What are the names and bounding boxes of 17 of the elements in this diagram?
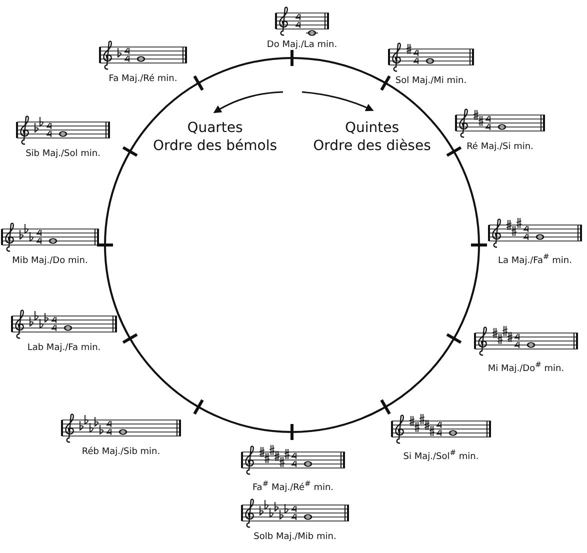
key-label: Lab Maj./Fa min. — [27, 343, 101, 353]
key-label: Ré Maj./Si min. — [466, 142, 534, 152]
key-label: Réb Maj./Sib min. — [82, 447, 160, 457]
key-label: Si Maj./Sol$^{#}$ min. — [403, 448, 479, 462]
center-text: Ordre des dièses — [313, 138, 431, 154]
center-text: Quintes — [344, 120, 400, 136]
key-label: Fa Maj./Ré min. — [108, 74, 178, 84]
key-label: Do Maj./La min. — [266, 40, 338, 50]
key-label: Sib Maj./Sol min. — [26, 149, 100, 159]
key-label: Sol Maj./Mi min. — [395, 76, 467, 86]
center-text: Quartes — [187, 120, 243, 136]
key-label: Mi Maj./Do$^{#}$ min. — [488, 360, 564, 374]
key-label: Mib Maj./Do min. — [12, 256, 88, 266]
key-label: Solb Maj./Mib min. — [254, 532, 336, 542]
key-label: La Maj./Fa$^{#}$ min. — [498, 252, 572, 266]
key-label: Fa$^{#}$ Maj./Ré$^{#}$ min. — [252, 479, 334, 493]
center-text: Ordre des bémols — [152, 138, 278, 154]
